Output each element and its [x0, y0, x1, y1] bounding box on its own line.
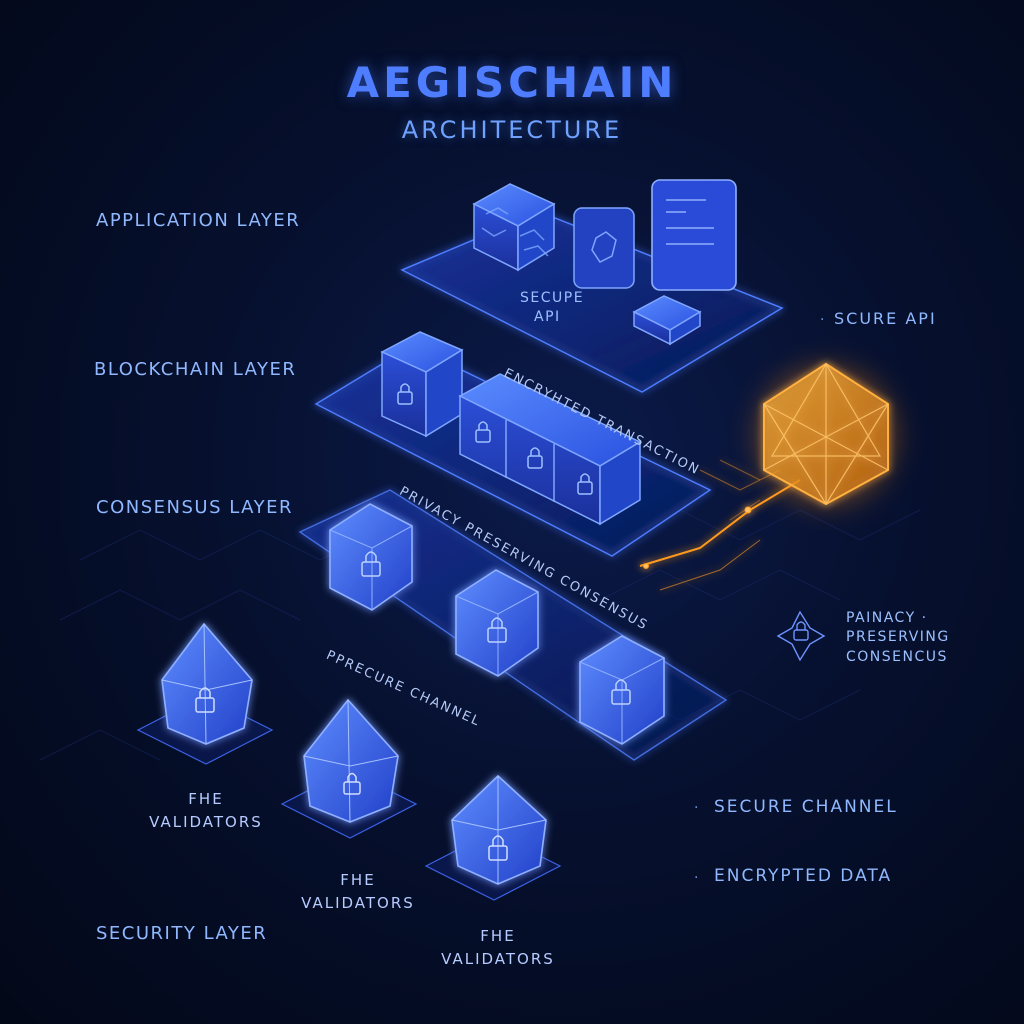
consensus-node-icon — [455, 569, 539, 677]
blockchain-chain-blocks — [458, 373, 642, 526]
lock-icon — [475, 421, 491, 443]
application-hex-tile-icon — [573, 207, 635, 289]
lock-icon — [487, 617, 507, 643]
validator-label-1-line1: FHE — [188, 790, 224, 808]
legend-privacy-line1: PAINACY · — [846, 610, 928, 626]
application-cube-icon — [472, 183, 556, 272]
orange-energy-trail — [639, 459, 801, 591]
legend-bullet: · — [694, 870, 701, 886]
secure-api-label-line1: SECUPE — [520, 290, 585, 306]
application-document-icon — [651, 179, 737, 291]
legend-privacy-line2: PRESERVING — [846, 629, 950, 645]
validator-crystal-icon — [303, 698, 399, 823]
validator-crystal-icon — [161, 622, 253, 745]
validator-label-1-line2: VALIDATORS — [149, 813, 263, 831]
page-subtitle: ARCHITECTURE — [401, 116, 623, 144]
page-title: AEGISCHAIN — [346, 58, 678, 107]
lock-icon — [527, 447, 543, 469]
lock-icon — [195, 687, 215, 713]
validator-crystal-icon — [451, 774, 547, 885]
consensus-node-icon — [329, 503, 413, 611]
legend-encrypted-data: ENCRYPTED DATA — [714, 866, 893, 886]
application-small-block-icon — [632, 295, 702, 346]
validator-label-2-line1: FHE — [340, 871, 376, 889]
orange-gem-icon — [763, 362, 889, 506]
security-layer-label: SECURITY LAYER — [96, 923, 268, 944]
privacy-consensus-icon — [776, 610, 826, 662]
secure-api-label-line2: API — [534, 309, 561, 325]
consensus-node-icon — [579, 635, 665, 745]
legend-bullet: · — [820, 312, 827, 328]
lock-icon — [397, 383, 413, 405]
lock-icon — [611, 679, 631, 705]
legend-scure-api: SCURE API — [834, 309, 937, 328]
validator-label-2-line2: VALIDATORS — [301, 894, 415, 912]
blockchain-cube-icon — [380, 331, 464, 438]
blockchain-layer-label: BLOCKCHAIN LAYER — [94, 359, 297, 380]
consensus-layer-label: CONSENSUS LAYER — [96, 497, 293, 518]
legend-bullet: · — [694, 800, 701, 816]
validator-label-3-line1: FHE — [480, 927, 516, 945]
lock-icon — [343, 772, 361, 795]
lock-icon — [577, 473, 593, 495]
validator-label-3-line2: VALIDATORS — [441, 950, 555, 968]
application-layer-label: APPLICATION LAYER — [96, 210, 301, 231]
legend-privacy-line3: CONSENCUS — [846, 649, 948, 665]
lock-icon — [361, 551, 381, 577]
legend-secure-channel: SECURE CHANNEL — [714, 797, 898, 817]
lock-icon — [488, 835, 508, 861]
